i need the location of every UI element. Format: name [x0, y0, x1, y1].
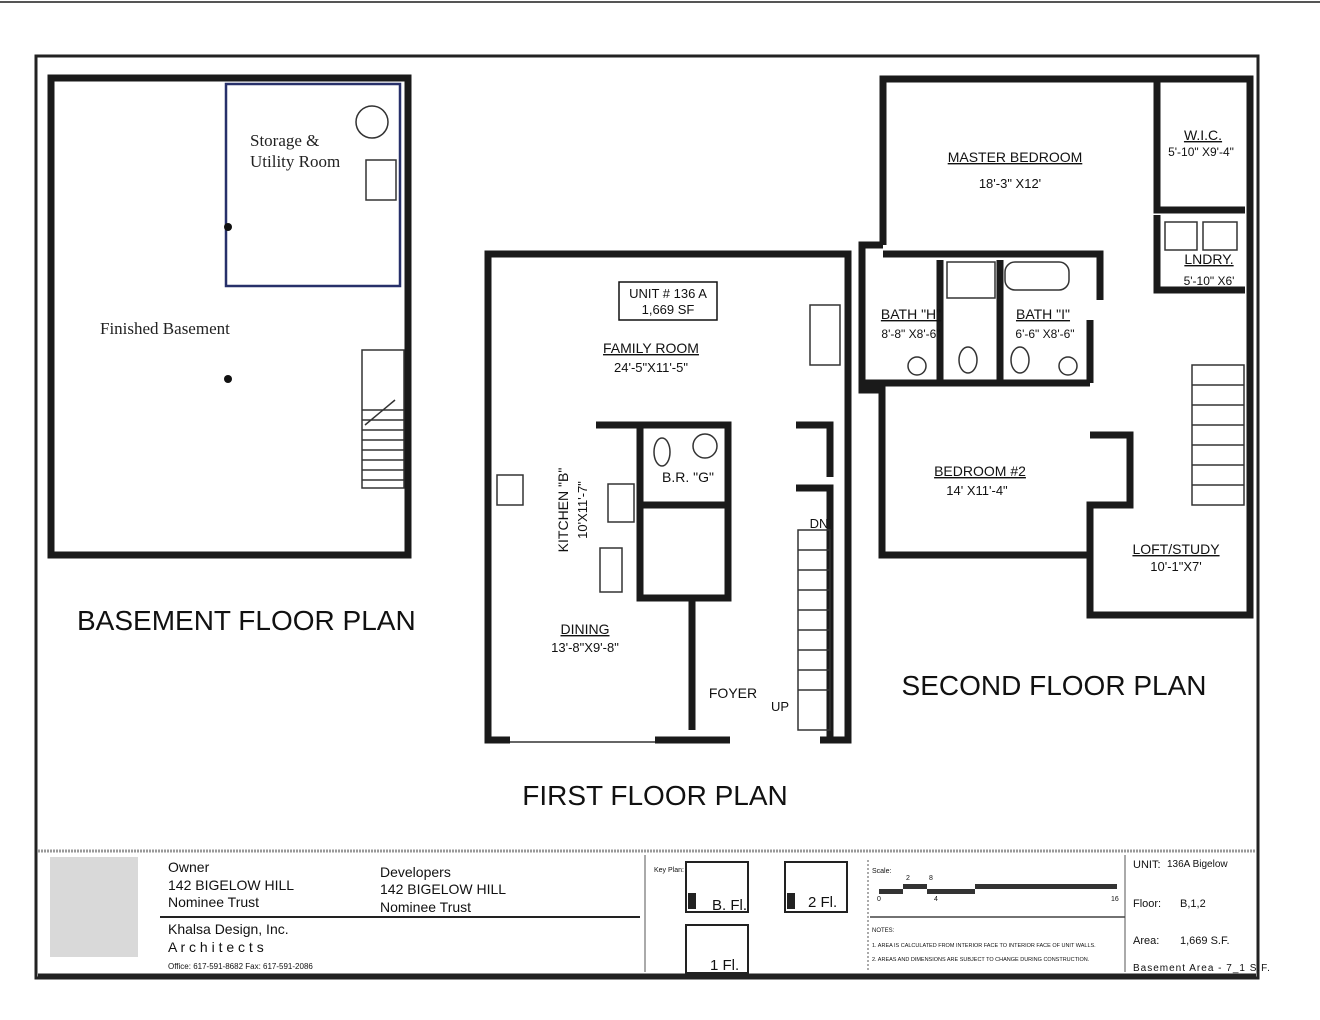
bedroom2-dims: 14' X11'-4" [946, 483, 1008, 498]
key-plan-2-label: 2 Fl. [808, 894, 838, 911]
scale-tick: 16 [1111, 896, 1119, 903]
loft-label: LOFT/STUDY [1132, 541, 1220, 557]
toilet-icon [653, 437, 671, 467]
foyer-label: FOYER [709, 685, 757, 701]
stove-icon [607, 483, 635, 523]
furnace-icon [365, 159, 397, 201]
column-marker [224, 375, 232, 383]
scale-tick: 0 [877, 896, 881, 903]
floor-value: B,1,2 [1180, 898, 1206, 910]
unit-number: UNIT # 136 A [629, 286, 707, 301]
first-floor-title: FIRST FLOOR PLAN [522, 780, 788, 811]
bath-i-dims: 6'-6" X8'-6" [1015, 327, 1074, 341]
br-g-label: B.R. "G" [662, 469, 714, 485]
owner-label: Owner [168, 859, 210, 875]
firm-subtitle: A r c h i t e c t s [168, 939, 264, 955]
unit-label: UNIT: [1133, 859, 1161, 871]
unit-box [618, 281, 718, 321]
basement-plan: Storage & Utility Room Finished Basement… [47, 74, 416, 636]
owner-trust: Nominee Trust [168, 894, 260, 910]
sink-icon [907, 356, 927, 376]
column-marker [224, 223, 232, 231]
scale-bar [879, 884, 1117, 894]
key-plan-b-thumbnail [685, 861, 749, 913]
second-floor-stairs-icon [1191, 364, 1245, 506]
utility-label: Utility Room [250, 152, 340, 171]
firm-contact: Office: 617-591-8682 Fax: 617-591-2086 [168, 962, 313, 971]
master-bedroom-dims: 18'-3" X12' [979, 176, 1041, 191]
kitchen-label: KITCHEN "B" [555, 468, 571, 553]
basement-stairs-icon [361, 349, 405, 489]
sink-icon [496, 474, 524, 506]
dining-dims: 13'-8"X9'-8" [551, 640, 619, 655]
sink-icon [1058, 356, 1078, 376]
water-heater-icon [355, 105, 389, 139]
note-2: 2. AREAS AND DIMENSIONS ARE SUBJECT TO C… [872, 957, 1090, 963]
dryer-icon [1202, 221, 1238, 251]
area-label: Area: [1133, 935, 1160, 947]
basement-area: Basement Area - 7_1 S.F. [1133, 963, 1271, 974]
toilet-icon [958, 346, 978, 374]
shower-icon [946, 261, 996, 299]
key-plan-1-label: 1 Fl. [710, 957, 740, 974]
basement-title: BASEMENT FLOOR PLAN [77, 605, 416, 636]
family-room-dims: 24'-5"X11'-5" [614, 360, 688, 375]
bedroom2-label: BEDROOM #2 [934, 463, 1026, 479]
first-floor-walls [484, 250, 852, 744]
fireplace-icon [809, 304, 841, 366]
sheet-border [34, 54, 1260, 980]
dining-label: DINING [561, 621, 610, 637]
key-plan-2-thumbnail [784, 861, 848, 913]
scale-label: Scale: [872, 868, 892, 875]
bath-h-label: BATH "H" [881, 306, 941, 322]
loft-dims: 10'-1"X7' [1150, 559, 1202, 574]
second-floor-plan: MASTER BEDROOM 18'-3" X12' W.I.C. 5'-10"… [858, 75, 1254, 701]
key-plan-label: Key Plan: [654, 867, 684, 874]
washer-icon [1164, 221, 1198, 251]
basement-walls [47, 74, 412, 559]
developers-label: Developers [380, 864, 451, 880]
laundry-label: LNDRY. [1184, 251, 1233, 267]
key-plan-b-label: B. Fl. [712, 897, 748, 914]
storage-room-outline [224, 82, 402, 288]
building-elevation-thumbnail [50, 857, 138, 957]
floor-label: Floor: [1133, 898, 1162, 910]
area-value: 1,669 S.F. [1180, 935, 1230, 947]
bath-i-label: BATH "I" [1016, 306, 1070, 322]
wic-dims: 5'-10" X9'-4" [1168, 145, 1234, 159]
master-bedroom-label: MASTER BEDROOM [948, 149, 1083, 165]
finished-basement-label: Finished Basement [100, 319, 230, 338]
laundry-dims: 5'-10" X6' [1184, 274, 1235, 288]
developers-trust: Nominee Trust [380, 899, 472, 915]
second-floor-title: SECOND FLOOR PLAN [902, 670, 1207, 701]
owner-name: 142 BIGELOW HILL [168, 877, 295, 893]
scale-tick: 4 [934, 896, 938, 903]
title-block-lines [38, 849, 1256, 977]
kitchen-dims: 10'X11'-7" [575, 481, 590, 539]
scale-tick: 8 [929, 875, 933, 882]
bath-h-dims: 8'-8" X8'-6" [881, 327, 940, 341]
toilet-icon [1010, 346, 1030, 374]
sink-icon [692, 433, 718, 459]
notes-label: NOTES: [872, 928, 895, 934]
first-floor-stairs-icon [797, 529, 831, 731]
scale-tick: 2 [906, 875, 910, 882]
firm-name: Khalsa Design, Inc. [168, 921, 289, 937]
bathtub-icon [1004, 261, 1070, 291]
unit-sf: 1,669 SF [642, 302, 695, 317]
note-1: 1. AREA IS CALCULATED FROM INTERIOR FACE… [872, 943, 1096, 949]
fridge-icon [599, 547, 623, 593]
up-label: UP [771, 699, 789, 714]
key-plan-1-thumbnail [685, 924, 749, 974]
unit-value: 136A Bigelow [1167, 859, 1228, 870]
storage-label: Storage & [250, 131, 319, 150]
dn-label: DN [810, 516, 829, 531]
developers-name: 142 BIGELOW HILL [380, 881, 507, 897]
wic-label: W.I.C. [1184, 127, 1222, 143]
family-room-label: FAMILY ROOM [603, 340, 699, 356]
first-floor-plan: UNIT # 136 A 1,669 SF FAMILY ROOM 24'-5"… [484, 250, 852, 811]
